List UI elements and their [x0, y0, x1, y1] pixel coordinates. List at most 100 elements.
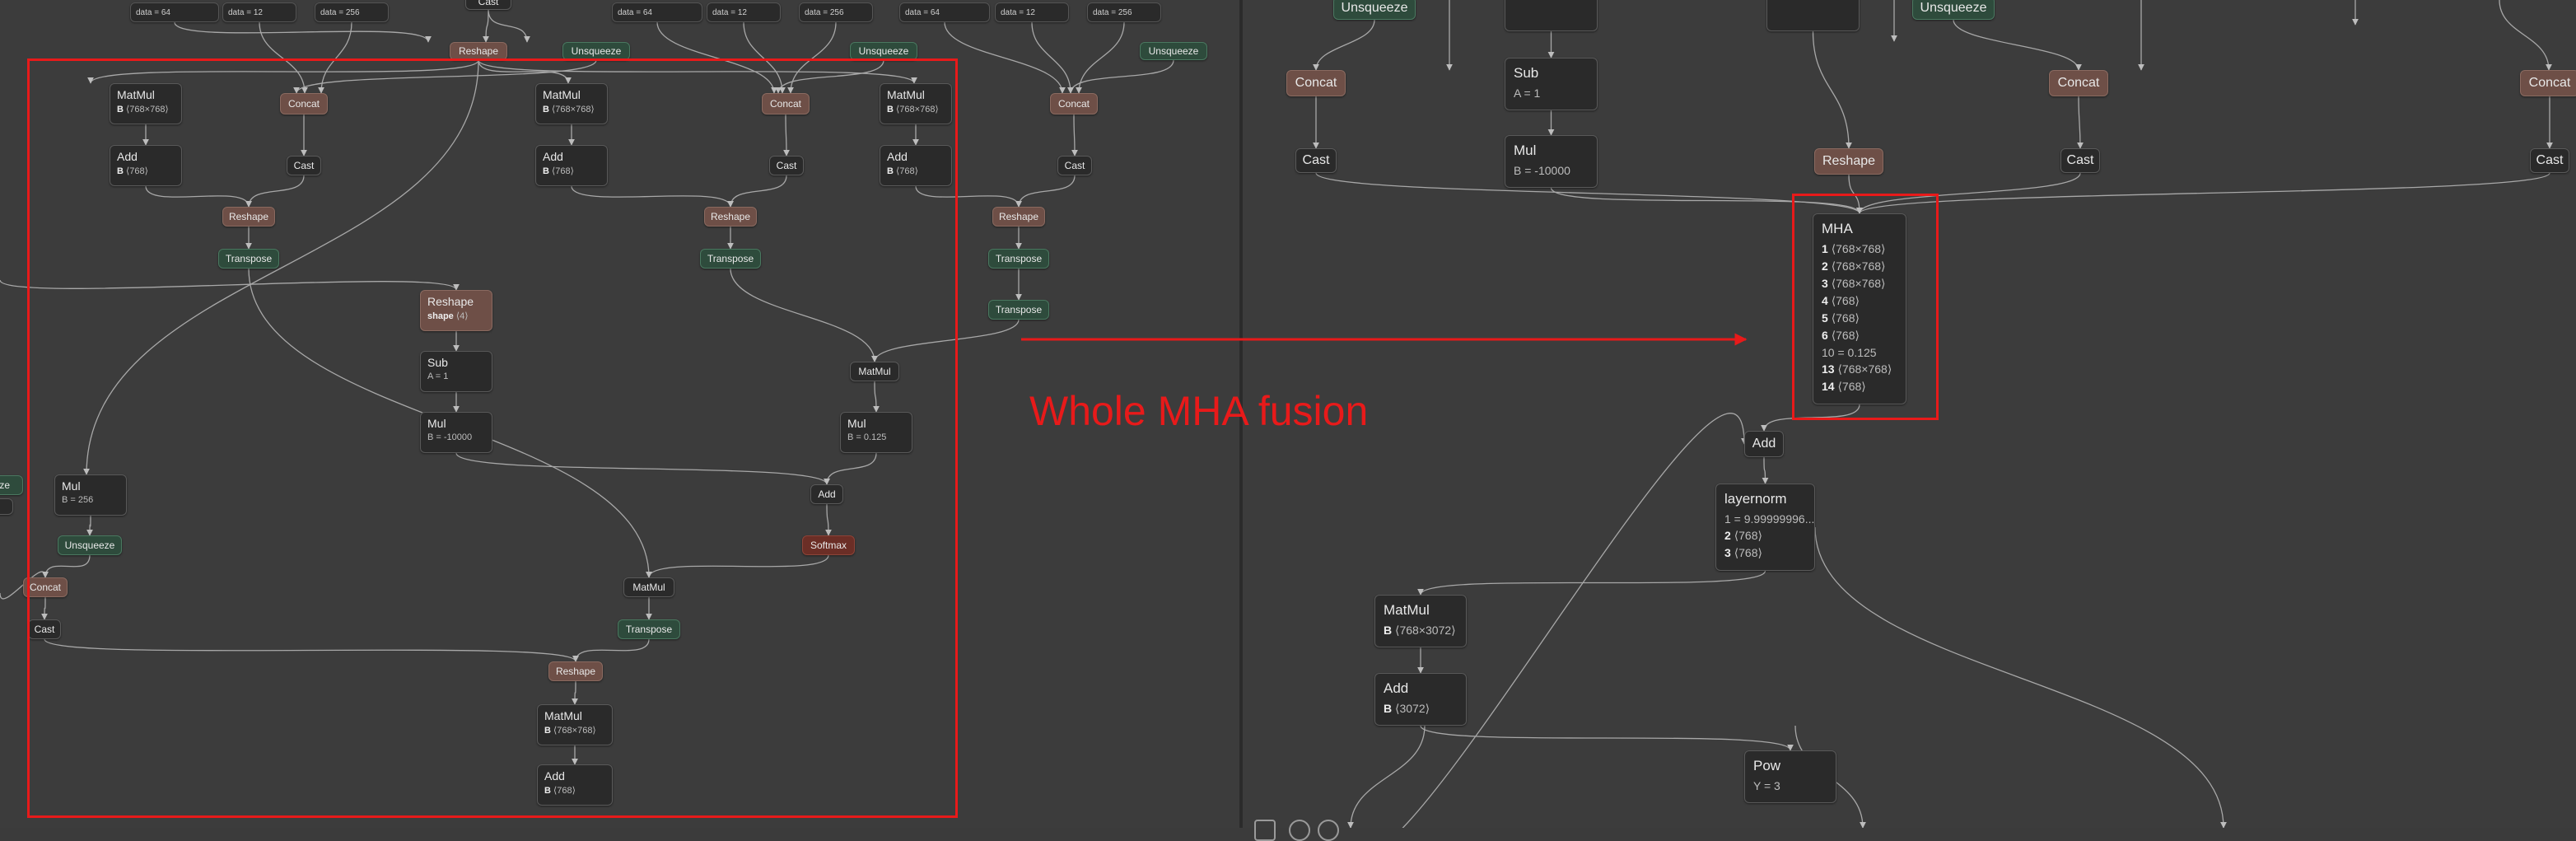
- zoom-control-icon[interactable]: [1254, 820, 1276, 841]
- node-r-concat1[interactable]: Concat: [1286, 70, 1346, 96]
- node-title: Add: [117, 150, 138, 163]
- node-l-matmul-qk[interactable]: MatMul: [850, 362, 899, 381]
- node-l-transpose-c[interactable]: Transpose: [988, 249, 1049, 269]
- node-l-concat-c[interactable]: Concat: [1050, 93, 1098, 114]
- node-r-cast2[interactable]: Cast: [2060, 148, 2100, 173]
- node-title: MatMul: [632, 582, 665, 593]
- edge-l_cast_side-to-l_reshape_out: [44, 638, 579, 662]
- node-r-concat2[interactable]: Concat: [2049, 70, 2108, 96]
- edge-r_unsq2-to-r_concat2: [1953, 19, 2082, 71]
- edge-r_layernorm-to-r_matmul: [1417, 570, 1766, 596]
- node-l-transpose-out[interactable]: Transpose: [618, 619, 680, 639]
- node-l-cast-b[interactable]: Cast: [769, 156, 804, 175]
- node-title: eeze: [0, 479, 11, 491]
- node-l-unsq-top1[interactable]: Unsqueeze: [562, 42, 630, 60]
- node-l-reshape-a[interactable]: Reshape: [222, 207, 275, 227]
- node-l-cast-a[interactable]: Cast: [287, 156, 321, 175]
- node-l-d12c[interactable]: data = 12: [995, 2, 1069, 22]
- node-l-concat-b[interactable]: Concat: [762, 93, 810, 114]
- node-l-edge-768[interactable]: 68: [0, 498, 13, 515]
- node-title: Reshape: [458, 45, 499, 57]
- attribute-value: ⟨768×768⟩: [1837, 362, 1892, 376]
- node-l-d12a[interactable]: data = 12: [222, 2, 296, 22]
- node-l-concat-a[interactable]: Concat: [280, 93, 328, 114]
- node-l-cast-side[interactable]: Cast: [28, 619, 61, 639]
- node-l-softmax[interactable]: Softmax: [802, 535, 855, 555]
- node-r-cast1[interactable]: Cast: [1295, 148, 1337, 173]
- node-r-reshape[interactable]: Reshape: [1814, 148, 1883, 175]
- node-r-reshape-top[interactable]: shape ⟨4⟩: [1505, 0, 1598, 31]
- edge-to-l_concat_side: [0, 571, 49, 600]
- node-attribute: B ⟨768×768⟩: [536, 103, 607, 115]
- node-l-matmul-v[interactable]: MatMul: [623, 577, 674, 597]
- node-l-transpose-b[interactable]: Transpose: [700, 249, 761, 269]
- node-l-transpose-d[interactable]: Transpose: [988, 300, 1049, 320]
- node-l-d64c[interactable]: data = 64: [899, 2, 990, 22]
- node-l-cast-c[interactable]: Cast: [1057, 156, 1092, 175]
- node-l-d12b[interactable]: data = 12: [707, 2, 781, 22]
- node-l-add-mask[interactable]: Add: [810, 484, 843, 504]
- node-l-d256b[interactable]: data = 256: [799, 2, 873, 22]
- attribute-value: ⟨768⟩: [1831, 294, 1860, 307]
- zoom-out-icon[interactable]: [1318, 820, 1339, 841]
- attribute-value: ⟨768×768⟩: [553, 726, 596, 736]
- node-l-reshape-top[interactable]: Reshape: [450, 42, 507, 60]
- edge-l_add_c-to-l_reshape_c: [915, 185, 1022, 208]
- node-title: data = 256: [1093, 7, 1132, 17]
- node-l-unsq-side[interactable]: Unsqueeze: [58, 535, 122, 555]
- node-title: data = 64: [618, 7, 652, 17]
- node-r-unsq2[interactable]: Unsqueeze: [1912, 0, 1995, 20]
- node-r-concat3[interactable]: Concat: [2520, 70, 2576, 96]
- node-l-transpose-a[interactable]: Transpose: [218, 249, 279, 269]
- node-l-unsq-top2[interactable]: Unsqueeze: [850, 42, 917, 60]
- node-title: MHA: [1822, 221, 1853, 236]
- node-l-d64b[interactable]: data = 64: [612, 2, 702, 22]
- node-l-reshape-b[interactable]: Reshape: [704, 207, 757, 227]
- node-l-d256c[interactable]: data = 256: [1087, 2, 1161, 22]
- node-l-d256a[interactable]: data = 256: [315, 2, 389, 22]
- node-l-reshape-out[interactable]: Reshape: [548, 661, 603, 681]
- node-l-unsq-top3[interactable]: Unsqueeze: [1140, 42, 1207, 60]
- node-title: Cast: [1064, 160, 1085, 171]
- node-attribute: B ⟨3072⟩: [1375, 700, 1466, 717]
- node-l-unsq-edge[interactable]: eeze: [0, 475, 23, 495]
- node-title: Reshape: [427, 295, 474, 308]
- node-l-d64a[interactable]: data = 64: [130, 2, 219, 22]
- node-title: Mul: [62, 479, 81, 493]
- node-l-reshape-c[interactable]: Reshape: [992, 207, 1045, 227]
- node-r-cast3[interactable]: Cast: [2530, 148, 2569, 173]
- edge-r_cast3-to-r_mha: [1856, 172, 2550, 214]
- node-r-add[interactable]: Add: [1744, 431, 1784, 457]
- node-r-input2[interactable]: input ⟨2⟩: [1766, 0, 1860, 31]
- edge-r_cast1-to-r_mha: [1315, 172, 1863, 214]
- attribute-value: ⟨768×768⟩: [896, 105, 939, 114]
- zoom-in-icon[interactable]: [1289, 820, 1310, 841]
- node-l-concat-side[interactable]: Concat: [23, 577, 68, 597]
- node-r-unsq1[interactable]: Unsqueeze: [1333, 0, 1416, 20]
- node-l-cast0[interactable]: Cast: [465, 0, 511, 10]
- node-title: Cast: [2066, 153, 2094, 167]
- graph-panel-before[interactable]: [0, 0, 1239, 828]
